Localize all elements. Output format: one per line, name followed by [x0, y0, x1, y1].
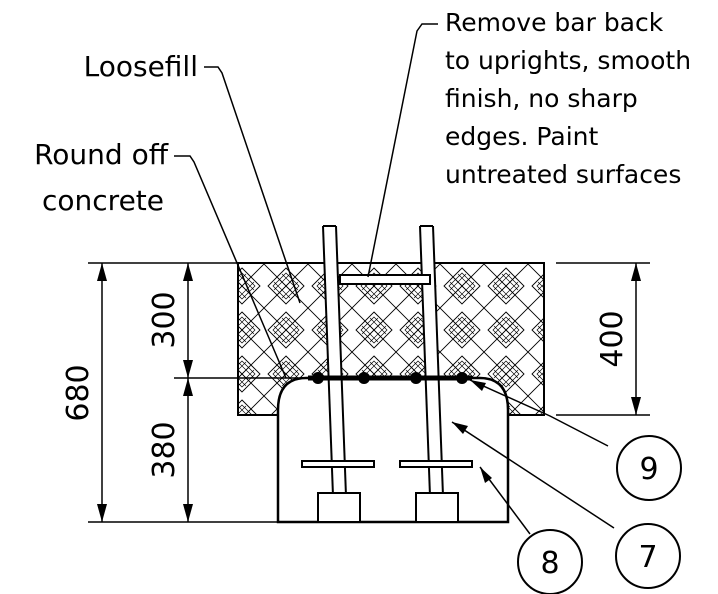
note-line-3: finish, no sharp: [445, 84, 638, 113]
note-line-1: Remove bar back: [445, 8, 664, 37]
rebar-dot-2: [358, 372, 370, 384]
callout-8-text: 8: [540, 546, 559, 581]
dimension-upper-text: 300: [147, 291, 182, 348]
anchor-bars: [301, 460, 473, 468]
round-off-label-line1: Round off: [34, 138, 169, 171]
callout-9-text: 9: [639, 452, 658, 487]
base-plate-right: [415, 492, 459, 523]
dimension-lower-text: 380: [147, 421, 182, 478]
concrete-footing: [276, 376, 510, 524]
upright-left: [322, 225, 347, 497]
dimension-total-text: 680: [61, 364, 96, 421]
round-off-label-line2: concrete: [42, 184, 164, 217]
dimension-right-text: 400: [595, 310, 630, 367]
dimension-upper: 300: [147, 263, 306, 379]
round-off-leader: [174, 155, 287, 379]
note-line-4: edges. Paint: [445, 122, 598, 151]
callout-7: 7: [451, 421, 681, 589]
rebar-dot-3: [410, 372, 422, 384]
rebar-dot-4: [456, 372, 468, 384]
rebar-dot-1: [312, 372, 324, 384]
callout-7-text: 7: [638, 540, 657, 575]
upright-right: [419, 225, 444, 497]
loosefill-label: Loosefill: [84, 50, 198, 83]
note-line-5: untreated surfaces: [445, 160, 681, 189]
loosefill-leader: [204, 66, 301, 304]
note-text: Remove bar back to uprights, smooth fini…: [445, 8, 691, 189]
callout-8: 8: [479, 466, 583, 594]
removed-bar: [339, 274, 431, 285]
dimension-lower: 380: [147, 378, 193, 522]
base-plate-left: [317, 492, 361, 523]
note-leader: [367, 23, 438, 278]
note-line-2: to uprights, smooth: [445, 46, 691, 75]
dimension-right: 400: [556, 262, 650, 416]
dimension-total: 680: [61, 262, 278, 523]
callout-9: 9: [469, 379, 682, 501]
